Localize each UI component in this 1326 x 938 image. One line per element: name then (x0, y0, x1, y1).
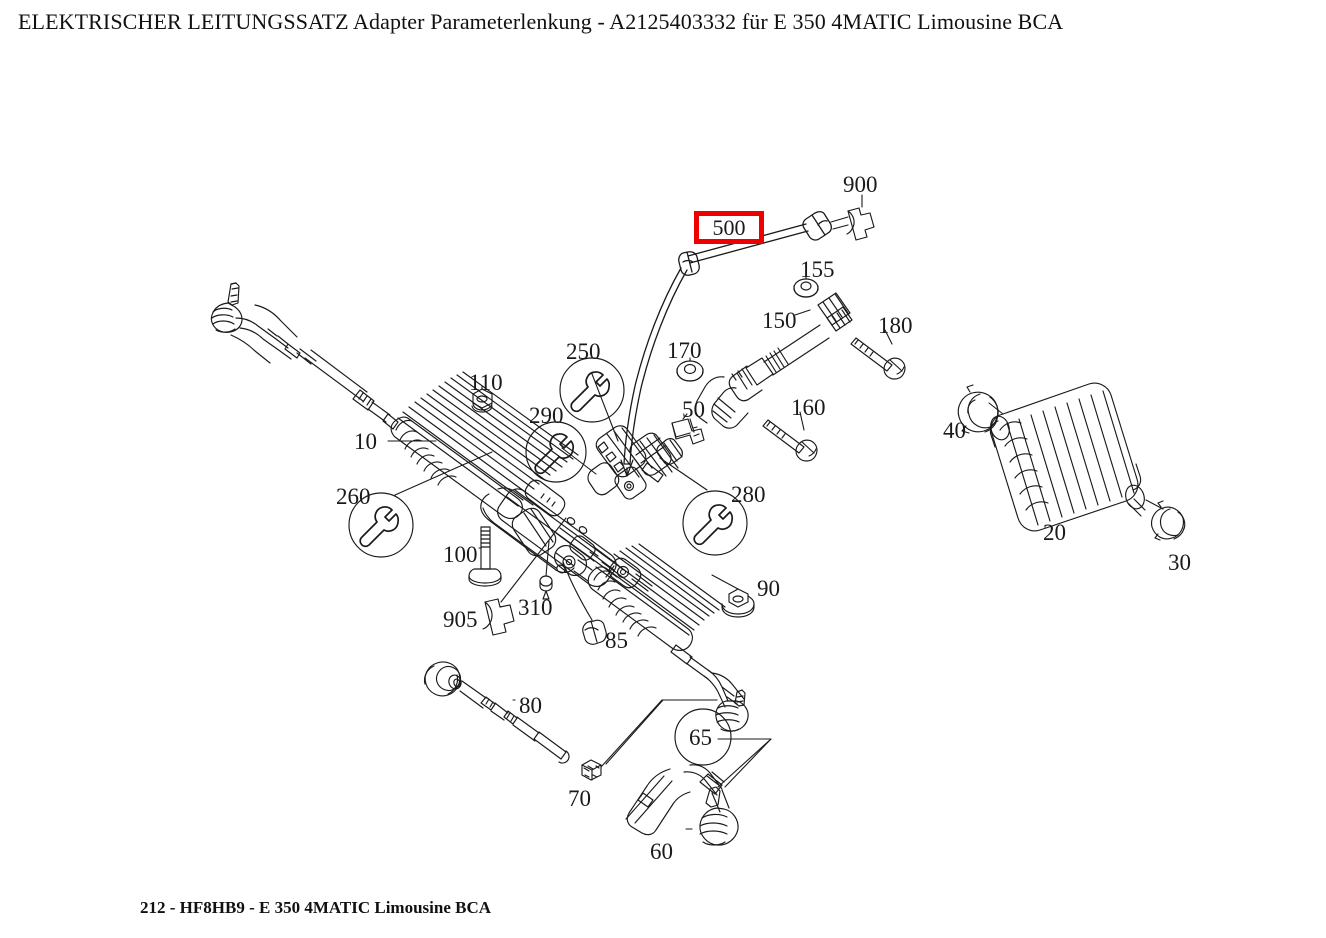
part-500-wiring-harness (620, 211, 832, 477)
part-30-clamp (1150, 500, 1186, 541)
callout-label-110[interactable]: 110 (469, 370, 503, 395)
part-gear-mount-flange (480, 487, 593, 582)
callout-label-260[interactable]: 260 (336, 484, 371, 509)
part-100-bolt (468, 526, 502, 587)
part-900-connector (830, 207, 875, 241)
callout-label-30[interactable]: 30 (1168, 550, 1191, 575)
part-50-bracket (671, 418, 705, 445)
part-160-bolt (762, 419, 818, 462)
callout-label-500: 500 (712, 214, 746, 240)
part-85-cap (582, 619, 607, 645)
callout-label-90[interactable]: 90 (757, 576, 780, 601)
callout-label-150[interactable]: 150 (762, 308, 797, 333)
page-footer: 212 - HF8HB9 - E 350 4MATIC Limousine BC… (140, 898, 492, 917)
part-left-inner-shaft (304, 349, 399, 430)
part-left-tie-rod-end (210, 282, 317, 365)
part-ecu-motor-assembly (587, 425, 683, 500)
callout-label-100[interactable]: 100 (443, 542, 478, 567)
part-180-bolt (850, 337, 906, 380)
callout-label-50[interactable]: 50 (682, 397, 705, 422)
callout-highlight-500[interactable]: 500 (694, 211, 764, 244)
callout-label-170[interactable]: 170 (667, 338, 702, 363)
callout-label-180[interactable]: 180 (878, 313, 913, 338)
part-905-connector (482, 598, 515, 636)
part-80-inner-tie-rod (423, 661, 570, 764)
callout-label-155[interactable]: 155 (800, 257, 835, 282)
callout-label-10[interactable]: 10 (354, 429, 377, 454)
callout-label-310[interactable]: 310 (518, 595, 553, 620)
part-90-flange-nut (721, 588, 755, 618)
callout-label-280[interactable]: 280 (731, 482, 766, 507)
callout-label-905[interactable]: 905 (443, 607, 478, 632)
callout-label-290[interactable]: 290 (529, 403, 564, 428)
callout-label-85[interactable]: 85 (605, 628, 628, 653)
part-40-clamp (957, 384, 999, 434)
callout-label-900[interactable]: 900 (843, 172, 878, 197)
part-60-outer-tie-rod-end (625, 764, 739, 846)
callout-label-70[interactable]: 70 (568, 786, 591, 811)
part-right-bellows-attached (587, 543, 726, 651)
callout-label-160[interactable]: 160 (791, 395, 826, 420)
part-20-bellows-separate (989, 382, 1146, 532)
part-170-grommet (676, 360, 704, 382)
callout-label-65[interactable]: 65 (689, 725, 712, 750)
callout-label-60[interactable]: 60 (650, 839, 673, 864)
part-70-nut (581, 759, 602, 781)
leader-lines (387, 194, 1164, 830)
callout-label-250[interactable]: 250 (566, 339, 601, 364)
page-title: ELEKTRISCHER LEITUNGSSATZ Adapter Parame… (18, 9, 1064, 34)
callout-label-20[interactable]: 20 (1043, 520, 1066, 545)
callout-label-80[interactable]: 80 (519, 693, 542, 718)
part-150-intermediate-shaft (694, 292, 853, 429)
tool-symbol-circles (348, 357, 748, 766)
callout-label-40[interactable]: 40 (943, 418, 966, 443)
